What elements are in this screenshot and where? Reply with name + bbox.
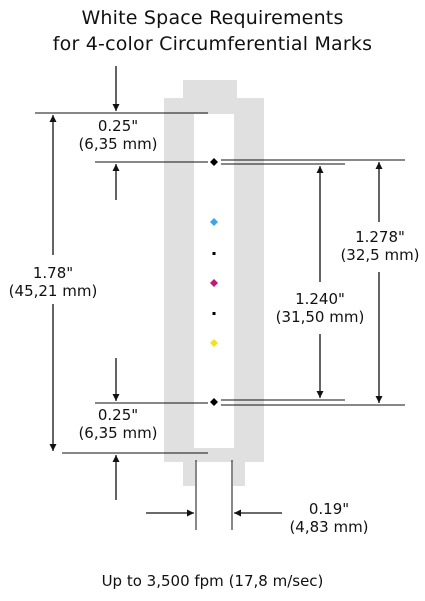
mark-width-extension-lines	[195, 460, 233, 530]
bottom-clearance-mm: (6,35 mm)	[78, 424, 158, 442]
top-bridge	[194, 98, 234, 114]
bottom-right-stub	[233, 462, 245, 486]
substrate-strips	[164, 80, 264, 486]
bottom-bridge	[194, 448, 234, 462]
reference-lines	[35, 112, 405, 454]
top-clearance-inches: 0.25"	[97, 117, 139, 135]
dimension-arrows	[49, 66, 383, 517]
bottom-left-stub	[183, 462, 195, 486]
mark-black-top	[210, 158, 218, 166]
mark-black-bottom	[210, 398, 218, 406]
top-tab	[183, 80, 237, 98]
mark-black-dot-2	[212, 312, 216, 315]
inner-span-mm: (31,50 mm)	[275, 308, 365, 326]
total-height-mm: (45,21 mm)	[8, 282, 98, 300]
bottom-clearance-inches: 0.25"	[97, 406, 139, 424]
mark-width-mm: (4,83 mm)	[289, 518, 369, 536]
title-line-1: White Space Requirements	[81, 7, 344, 29]
mark-yellow	[210, 339, 218, 347]
mark-cyan	[210, 218, 218, 226]
mark-black-dot-1	[212, 252, 216, 255]
outer-span-inches: 1.278"	[355, 228, 405, 246]
mark-magenta	[210, 279, 218, 287]
inner-span-inches: 1.240"	[295, 290, 345, 308]
mark-width-inches: 0.19"	[308, 500, 350, 518]
right-strip	[234, 98, 264, 462]
top-clearance-mm: (6,35 mm)	[78, 135, 158, 153]
total-height-inches: 1.78"	[32, 264, 74, 282]
speed-footer: Up to 3,500 fpm (17,8 m/sec)	[101, 572, 324, 590]
left-strip	[164, 98, 194, 462]
color-marks	[210, 158, 218, 406]
title-line-2: for 4-color Circumferential Marks	[52, 33, 373, 55]
outer-span-mm: (32,5 mm)	[340, 246, 420, 264]
